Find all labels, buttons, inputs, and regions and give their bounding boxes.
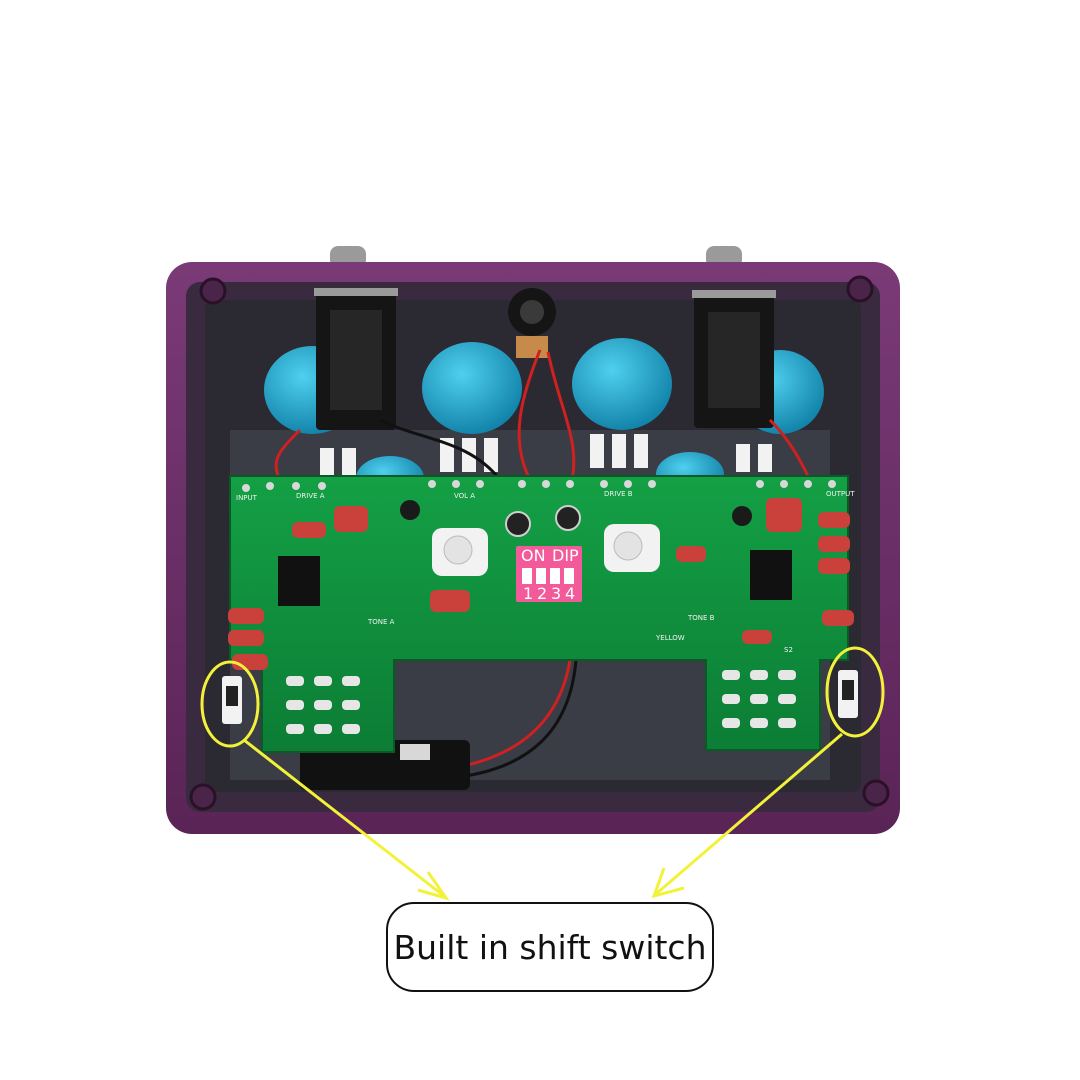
pcb-label-tone-a: TONE A <box>367 618 395 626</box>
op-amp-chips <box>278 550 792 606</box>
film-capacitors <box>228 498 854 670</box>
trimmer-pots <box>432 524 660 576</box>
dip-position-1: 1 <box>523 584 533 603</box>
footswitch-pads <box>286 670 796 734</box>
pcb-label-tone-b: TONE B <box>687 614 715 622</box>
caption-box: Built in shift switch <box>386 902 714 992</box>
pot-terminals <box>320 434 772 476</box>
dip-position-3: 3 <box>551 584 561 603</box>
pcb-label-yellow: YELLOW <box>655 634 685 642</box>
header-pins <box>242 480 836 492</box>
audio-jacks <box>314 288 776 430</box>
electrolytic-capacitors <box>400 500 752 537</box>
caption-text: Built in shift switch <box>393 927 707 967</box>
right-switch-highlight <box>825 646 885 738</box>
screw-holes <box>189 275 890 811</box>
pcb-label-drive-b: DRIVE B <box>604 490 633 498</box>
dip-on-label: ON <box>521 546 546 565</box>
shift-switches <box>222 670 858 724</box>
pcb-label-output: OUTPUT <box>826 490 855 498</box>
pcb-label-vol-a: VOL A <box>454 492 475 500</box>
pcb-label-input: INPUT <box>236 494 258 502</box>
dip-position-4: 4 <box>565 584 575 603</box>
annotation-markers <box>200 646 885 901</box>
left-switch-highlight <box>200 660 260 748</box>
right-arrow-head <box>651 867 685 899</box>
pcb-label-drive-a: DRIVE A <box>296 492 325 500</box>
right-arrow <box>655 732 843 896</box>
left-arrow <box>243 738 445 898</box>
dip-position-2: 2 <box>537 584 547 603</box>
pcb-label-s2: S2 <box>784 646 793 654</box>
main-pcb: ON DIP 1 2 3 4 INPUT DRIVE A VOL A DRIVE… <box>222 475 858 753</box>
dip-dip-label: DIP <box>552 546 579 565</box>
dip-switch: ON DIP 1 2 3 4 <box>516 546 582 603</box>
left-arrow-head <box>417 871 450 901</box>
